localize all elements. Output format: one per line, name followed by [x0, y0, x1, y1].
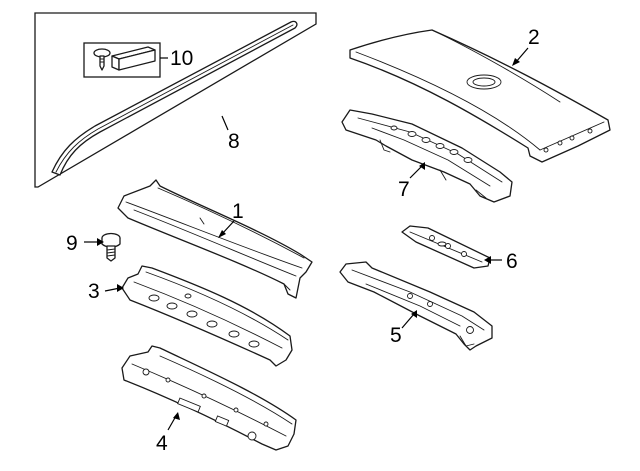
callout-5: 5: [390, 324, 402, 347]
leader-8: [221, 115, 229, 131]
antenna-hole: [466, 74, 502, 90]
callout-2: 2: [528, 26, 540, 49]
bolt-part-9[interactable]: [101, 232, 121, 262]
callout-10: 10: [170, 47, 193, 70]
callout-7: 7: [398, 178, 410, 201]
roof-molding-part-8[interactable]: [51, 20, 298, 176]
hardware-box: [83, 42, 161, 78]
arrow-6: [484, 256, 491, 264]
rear-reinforcement-part-5[interactable]: [339, 261, 493, 351]
arrow-2: [512, 58, 520, 66]
leader-5: [401, 313, 415, 329]
inset-panel: [34, 12, 317, 188]
foam-block: [111, 46, 156, 71]
front-header-part-1[interactable]: [117, 179, 313, 299]
callout-8: 8: [228, 130, 240, 153]
callout-1: 1: [232, 200, 244, 223]
callout-3: 3: [88, 280, 100, 303]
leader-2: [515, 47, 529, 63]
front-reinforcement-part-3[interactable]: [121, 265, 293, 367]
leader-lines: [84, 47, 529, 431]
callout-4: 4: [156, 432, 168, 455]
arrow-3: [117, 284, 124, 292]
inset-frame: [34, 12, 317, 188]
arrow-9: [97, 238, 104, 246]
callout-labels: 1 2 3 4 5 6 7 8 9 10: [66, 26, 540, 455]
arrow-7: [419, 162, 425, 170]
hardware-kit-part-10[interactable]: [83, 42, 161, 78]
callout-6: 6: [506, 250, 518, 273]
clip-screw: [93, 48, 111, 71]
front-cross-member-part-4[interactable]: [121, 345, 297, 451]
leader-7: [409, 165, 423, 179]
arrow-5: [411, 310, 417, 318]
rear-roof-bow-part-7[interactable]: [341, 109, 513, 203]
arrow-4: [173, 412, 180, 420]
bracket-part-6[interactable]: [401, 225, 491, 269]
leader-1: [221, 220, 235, 235]
arrow-1: [218, 230, 226, 238]
callout-9: 9: [66, 232, 78, 255]
roof-panel-part-2[interactable]: [349, 29, 611, 163]
